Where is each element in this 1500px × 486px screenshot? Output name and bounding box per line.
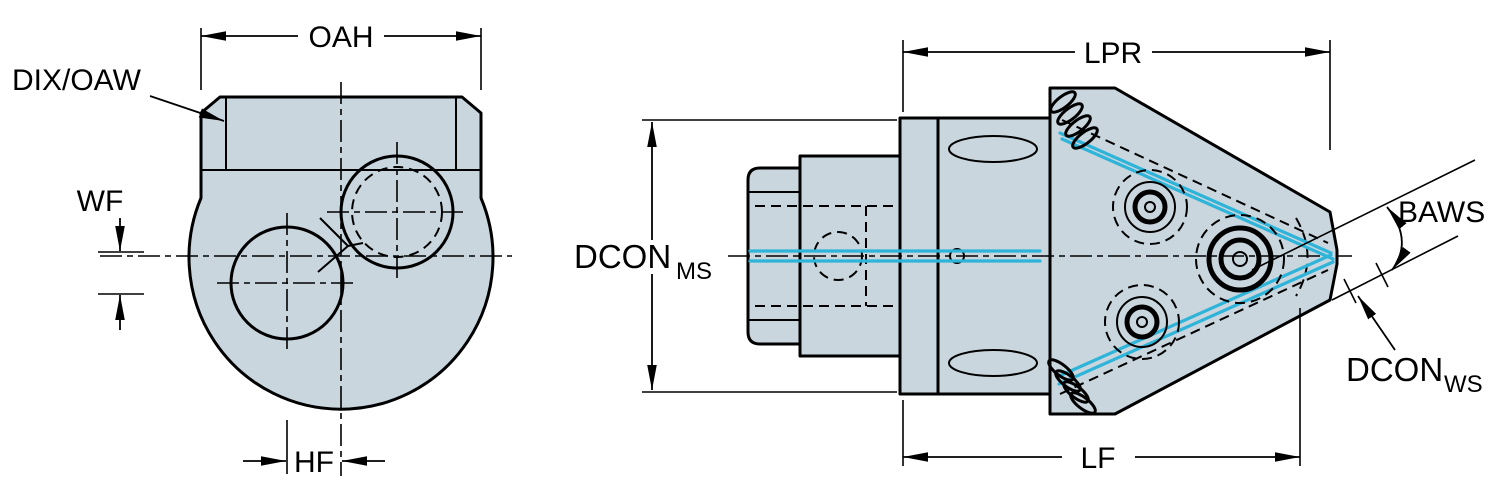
spring-top — [1049, 90, 1099, 150]
dim-lf: LF — [902, 308, 1301, 475]
dim-label-dcon-ms-sub: MS — [676, 258, 712, 285]
front-bore-upper — [327, 142, 467, 282]
dim-label-hf: HF — [294, 446, 334, 479]
dim-label-lpr: LPR — [1084, 37, 1142, 70]
dim-label-dix-oaw: DIX/OAW — [12, 64, 142, 97]
front-bore-lower — [217, 213, 357, 353]
front-view: OAH DIX/OAW WF HF — [12, 21, 512, 479]
side-shank-detail — [748, 135, 1038, 377]
dim-label-dcon-ms: DCON — [574, 238, 671, 275]
dim-lpr: LPR — [902, 37, 1331, 150]
dim-label-dcon-ws-sub: WS — [1444, 371, 1483, 398]
dim-dcon-ms: DCON MS — [574, 119, 897, 393]
side-head — [1048, 86, 1339, 416]
dim-label-baws: BAWS — [1398, 196, 1485, 229]
dim-label-lf: LF — [1080, 442, 1115, 475]
dim-baws: BAWS — [1251, 159, 1485, 301]
dim-label-wf: WF — [77, 185, 124, 218]
dim-wf: WF — [77, 185, 144, 330]
side-view: LPR DCON MS BAWS DCON WS — [574, 37, 1485, 475]
dim-label-oah: OAH — [308, 21, 373, 54]
dim-label-dcon-ws: DCON — [1346, 351, 1443, 388]
spring-bottom — [1047, 358, 1097, 415]
front-centerlines — [100, 82, 512, 476]
dim-dcon-ws: DCON WS — [1343, 262, 1483, 398]
insert-top — [1112, 169, 1188, 245]
side-head-hidden-lines — [1059, 119, 1329, 395]
dim-oah: OAH — [200, 21, 482, 90]
coolant-channels — [748, 131, 1335, 386]
insert-bottom — [1104, 284, 1180, 360]
callout-dix-oaw: DIX/OAW — [12, 64, 225, 122]
insert-main — [1195, 214, 1285, 304]
front-pocket-edges — [317, 217, 364, 273]
dim-hf: HF — [243, 420, 385, 479]
